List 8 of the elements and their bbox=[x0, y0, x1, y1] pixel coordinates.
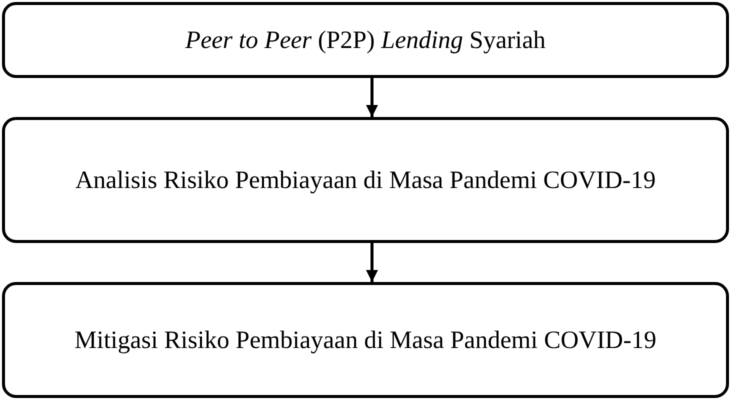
process-box bbox=[2, 282, 729, 398]
arrow bbox=[366, 243, 378, 282]
box-text: Peer to Peer (P2P) Lending Syariah bbox=[185, 26, 546, 56]
box-text: Mitigasi Risiko Pembiayaan di Masa Pandemi COVID-19 bbox=[74, 326, 656, 356]
box-text: Analisis Risiko Pembiayaan di Masa Pandemi COVID-19 bbox=[75, 166, 656, 196]
arrow bbox=[366, 78, 378, 117]
process-box bbox=[2, 2, 729, 78]
process-box bbox=[2, 117, 729, 243]
